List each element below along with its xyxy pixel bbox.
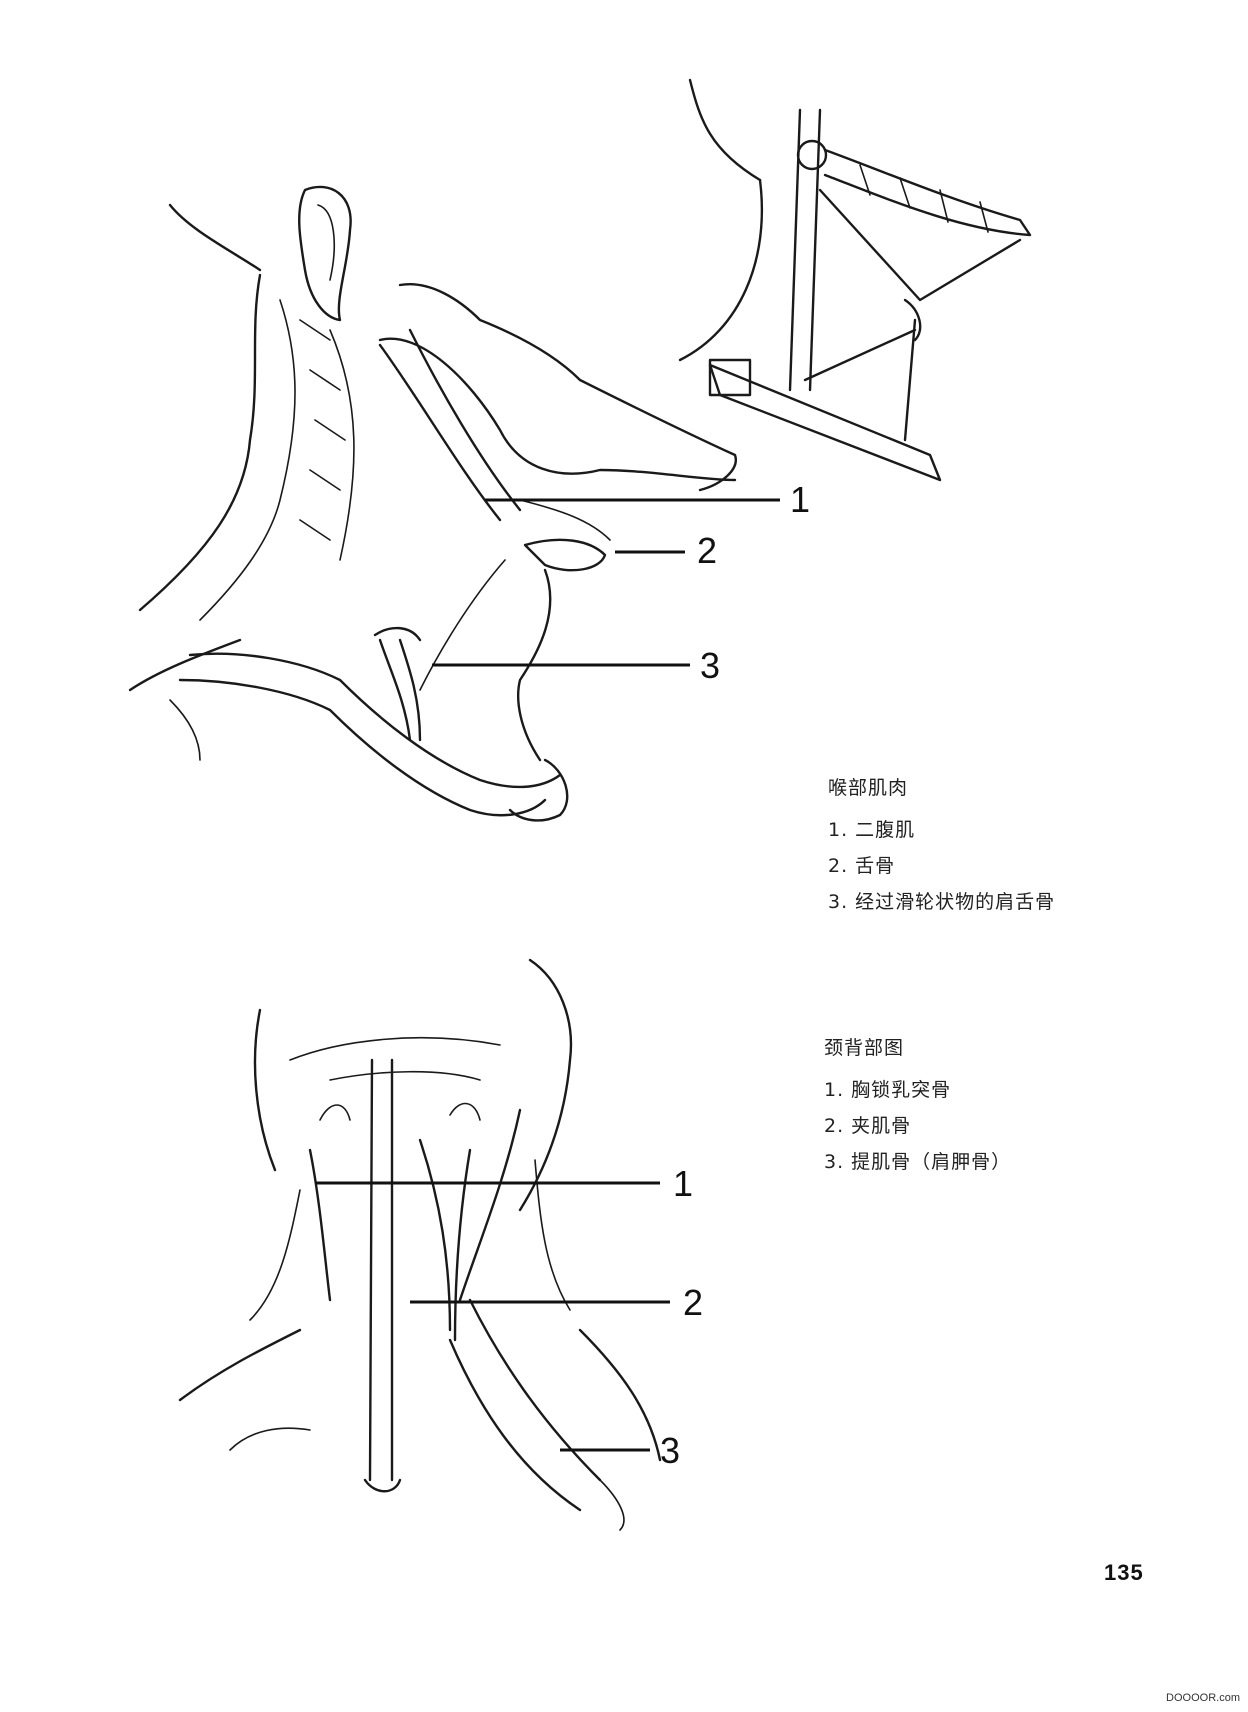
callout-label-2: 2	[697, 530, 717, 571]
bottom-caption-item: 1. 胸锁乳突骨	[824, 1079, 952, 1101]
bottom-caption: 颈背部图 1. 胸锁乳突骨 2. 夹肌骨 3. 提肌骨（肩胛骨）	[824, 1030, 1011, 1180]
pulley-analogy-drawing	[678, 78, 1032, 482]
callout-label-2: 2	[683, 1282, 703, 1323]
top-caption: 喉部肌肉 1. 二腹肌 2. 舌骨 3. 经过滑轮状物的肩舌骨	[828, 770, 1055, 920]
callout-label-1: 1	[790, 479, 810, 520]
top-caption-item: 3. 经过滑轮状物的肩舌骨	[828, 891, 1056, 913]
top-callouts: 1 2 3	[432, 479, 810, 686]
callout-label-1: 1	[673, 1163, 693, 1204]
callout-label-3: 3	[700, 645, 720, 686]
top-caption-title: 喉部肌肉	[828, 777, 909, 799]
bottom-caption-item: 3. 提肌骨（肩胛骨）	[824, 1151, 1012, 1173]
page-number: 135	[1104, 1560, 1144, 1585]
watermark: DOOOOR.com	[1166, 1692, 1240, 1704]
callout-label-3: 3	[660, 1430, 680, 1471]
throat-muscles-drawing	[128, 185, 737, 822]
top-caption-item: 2. 舌骨	[828, 855, 896, 877]
top-caption-item: 1. 二腹肌	[828, 819, 916, 841]
neck-back-drawing	[178, 958, 662, 1531]
bottom-caption-item: 2. 夹肌骨	[824, 1115, 912, 1137]
bottom-caption-title: 颈背部图	[824, 1037, 905, 1059]
bottom-callouts: 1 2 3	[315, 1163, 703, 1471]
